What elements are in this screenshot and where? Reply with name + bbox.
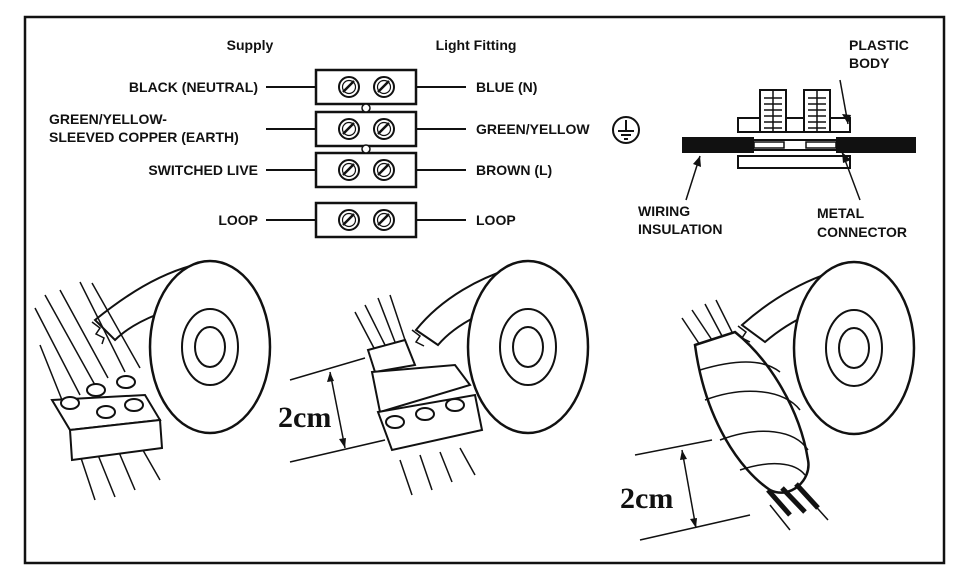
connector-cross-section bbox=[682, 79, 916, 201]
screw-icon bbox=[372, 117, 396, 141]
screw-icon bbox=[372, 208, 396, 232]
measurement-label-2: 2cm bbox=[620, 482, 673, 515]
panel-1-connector-and-tape bbox=[34, 259, 272, 501]
label-black-neutral: BLACK (NEUTRAL) bbox=[129, 79, 258, 95]
label-brown-l: BROWN (L) bbox=[476, 162, 552, 178]
measurement-label-1: 2cm bbox=[278, 401, 331, 434]
label-loop-left: LOOP bbox=[218, 212, 258, 228]
screw-icon bbox=[372, 75, 396, 99]
label-plastic-line2: BODY bbox=[849, 55, 890, 71]
label-wiring-line2: INSULATION bbox=[638, 221, 723, 237]
label-wiring-line1: WIRING bbox=[638, 203, 690, 219]
frame-border bbox=[23, 15, 946, 565]
label-switched-live: SWITCHED LIVE bbox=[148, 162, 258, 178]
label-metal-line2: CONNECTOR bbox=[817, 224, 907, 240]
screw-icon bbox=[337, 158, 361, 182]
screw-icon bbox=[372, 158, 396, 182]
label-loop-right: LOOP bbox=[476, 212, 516, 228]
label-earth-line1: GREEN/YELLOW- bbox=[49, 111, 167, 127]
screw-icon bbox=[337, 208, 361, 232]
screw-icon bbox=[337, 117, 361, 141]
tape-roll-icon bbox=[91, 259, 272, 435]
supply-header: Supply bbox=[227, 37, 274, 53]
light-fitting-header: Light Fitting bbox=[436, 37, 517, 53]
label-plastic-line1: PLASTIC bbox=[849, 37, 909, 53]
panel-3-fully-wrapped bbox=[634, 260, 916, 541]
terminal-strip bbox=[314, 68, 418, 189]
panel-2-partly-wrapped bbox=[289, 259, 590, 496]
label-blue-n: BLUE (N) bbox=[476, 79, 537, 95]
screw-icon bbox=[337, 75, 361, 99]
tape-roll-icon bbox=[737, 260, 916, 436]
loop-terminal bbox=[314, 201, 418, 239]
leader-lines bbox=[266, 86, 466, 221]
tape-roll-icon bbox=[411, 259, 590, 435]
label-metal-line1: METAL bbox=[817, 205, 865, 221]
label-green-yellow: GREEN/YELLOW bbox=[476, 121, 590, 137]
earth-symbol-icon bbox=[612, 116, 640, 144]
label-earth-line2: SLEEVED COPPER (EARTH) bbox=[49, 129, 239, 145]
